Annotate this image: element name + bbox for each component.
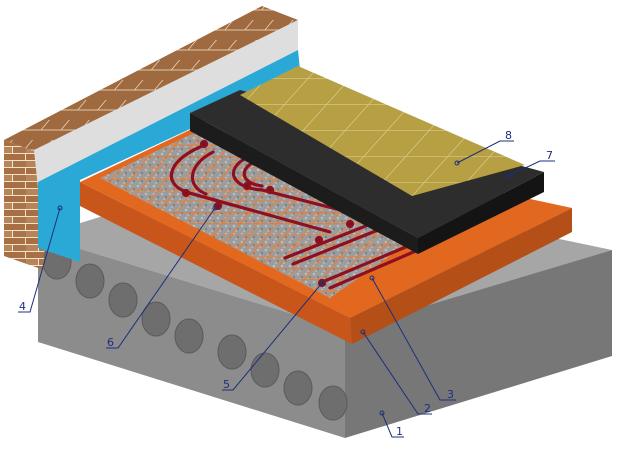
callout-2 — [360, 329, 432, 415]
callout-label-2: 2 — [424, 402, 431, 415]
brick-wall-top — [4, 6, 298, 155]
callout-label-1: 1 — [396, 425, 403, 438]
callout-label-5: 5 — [223, 378, 230, 391]
insulation-front-face — [80, 182, 352, 344]
insulation-side-face — [350, 208, 572, 344]
callouts — [18, 140, 555, 438]
wall-plaster — [34, 20, 298, 188]
slab-side-face — [345, 250, 612, 438]
callout-1 — [379, 410, 404, 438]
callout-labels: 1 2 3 4 5 6 7 8 — [19, 129, 553, 438]
ceramic-tile-finish — [240, 66, 525, 196]
callout-7 — [505, 160, 555, 179]
callout-8 — [454, 140, 514, 166]
brick-wall — [4, 6, 298, 270]
callout-4 — [18, 205, 63, 313]
callout-label-7: 7 — [546, 149, 553, 162]
brick-wall-face — [4, 140, 44, 270]
callout-label-8: 8 — [505, 129, 512, 142]
leveling-side-face — [418, 172, 544, 254]
callout-label-4: 4 — [19, 300, 26, 313]
callout-label-3: 3 — [447, 388, 454, 401]
heating-pipe — [169, 139, 420, 290]
callout-6 — [106, 205, 218, 349]
callout-3 — [369, 275, 456, 401]
leveling-front-face — [190, 113, 418, 254]
callout-label-6: 6 — [107, 336, 114, 349]
slab-hollow-cores — [42, 244, 348, 421]
callout-5 — [222, 280, 325, 391]
